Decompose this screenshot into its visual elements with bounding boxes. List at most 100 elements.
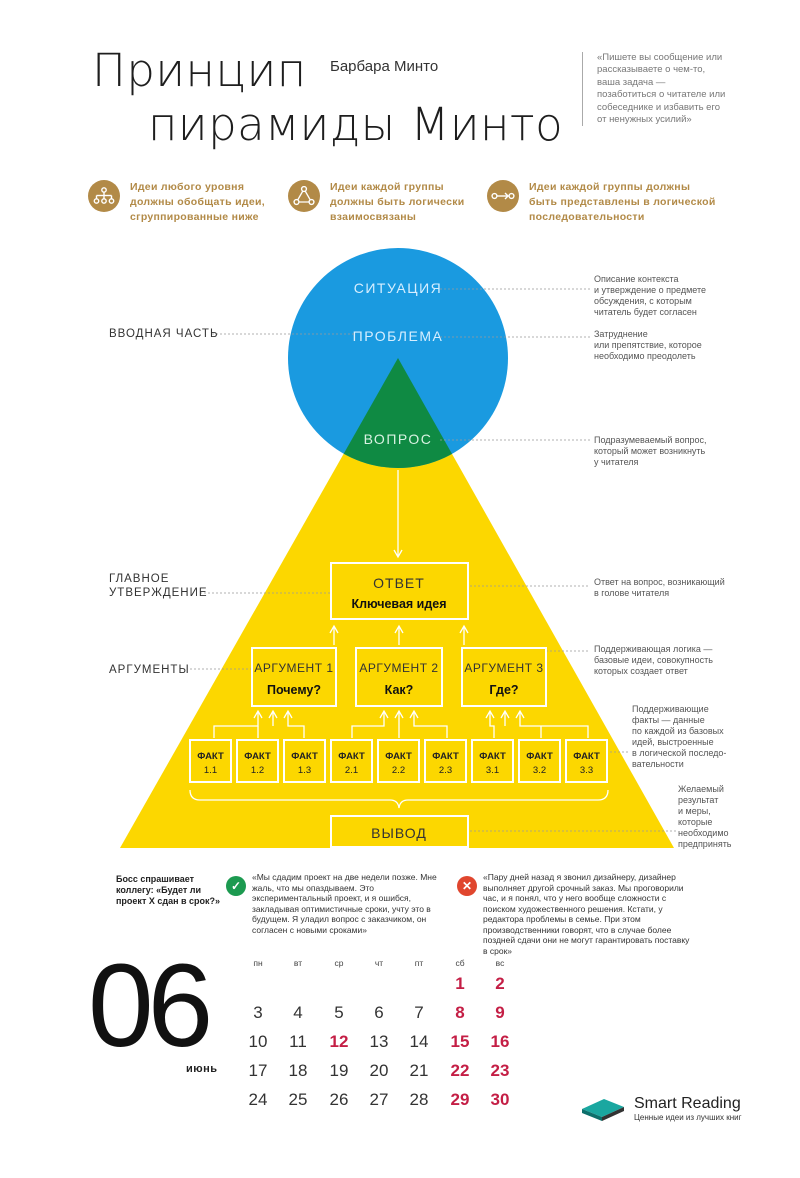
calendar-day: 23	[490, 1061, 510, 1080]
answer-title: ОТВЕТ	[373, 575, 425, 591]
principle-text: Идеи каждой группы должны быть логически…	[330, 181, 465, 223]
note-facts: Поддерживающие факты — данные по каждой …	[632, 704, 727, 769]
weekday-label: пн	[253, 958, 263, 968]
answer-box	[330, 562, 469, 620]
calendar-day: 16	[490, 1032, 510, 1051]
fact-number: 2.2	[392, 765, 405, 776]
principle-2: Идеи каждой группы должны быть логически…	[288, 180, 465, 225]
calendar-day: 8	[455, 1003, 465, 1022]
intro-label: ВВОДНАЯ ЧАСТЬ	[109, 328, 219, 340]
triangle-nodes-icon	[288, 180, 320, 212]
fact-box	[424, 739, 467, 783]
quote: «Пишете вы сообщение или рассказываете о…	[582, 52, 727, 127]
fact-number: 1.1	[204, 765, 217, 776]
leader-lines	[190, 288, 676, 832]
author: Барбара Минто	[330, 58, 439, 75]
note-situation: Описание контекста и утверждение о предм…	[594, 274, 706, 317]
fact-label: ФАКТ	[432, 751, 459, 762]
argument-box-2	[355, 647, 443, 707]
calendar-day: 21	[409, 1061, 429, 1080]
fact-number: 3.1	[486, 765, 499, 776]
argument-title-1: АРГУМЕНТ 1	[254, 661, 333, 675]
boss-question: Босс спрашивает коллегу: «Будет ли проек…	[116, 874, 221, 906]
argument-title-2: АРГУМЕНТ 2	[359, 661, 438, 675]
hierarchy-icon	[88, 180, 120, 212]
fact-box	[283, 739, 326, 783]
calendar-day: 12	[329, 1032, 349, 1051]
weekday-label: пт	[414, 958, 424, 968]
question-label: ВОПРОС	[364, 431, 433, 447]
fact-number: 3.3	[580, 765, 593, 776]
calendar-day: 2	[495, 974, 505, 993]
facts-group: ФАКТ1.1ФАКТ1.2ФАКТ1.3ФАКТ2.1ФАКТ2.2ФАКТ2…	[189, 739, 608, 783]
principle-text: Идеи любого уровня должны обобщать идеи,…	[130, 181, 265, 223]
fact-label: ФАКТ	[573, 751, 600, 762]
title-line-1: Принцип	[92, 44, 307, 97]
facts-brace	[189, 789, 609, 809]
principle-3: Идеи каждой группы должны быть представл…	[487, 180, 716, 225]
answer-connectors	[329, 624, 469, 645]
principle-1: Идеи любого уровня должны обобщать идеи,…	[88, 180, 265, 225]
calendar-day: 4	[293, 1003, 303, 1022]
argument-box-1	[251, 647, 337, 707]
title-line-2: пирамиды Минто	[148, 98, 564, 151]
fact-label: ФАКТ	[526, 751, 553, 762]
book-logo-icon	[582, 1099, 624, 1121]
fact-number: 2.1	[345, 765, 358, 776]
arguments-label: АРГУМЕНТЫ	[109, 664, 190, 676]
calendar-day: 24	[248, 1090, 268, 1109]
note-problem: Затруднение или препятствие, которое нео…	[594, 329, 702, 361]
month-name: июнь	[186, 1063, 218, 1075]
calendar-day: 6	[374, 1003, 384, 1022]
calendar-day: 20	[369, 1061, 389, 1080]
note-arguments: Поддерживающая логика — базовые идеи, со…	[594, 644, 713, 676]
calendar-day: 1	[455, 974, 465, 993]
argument-connectors	[213, 709, 589, 738]
problem-label: ПРОБЛЕМА	[353, 328, 444, 344]
note-conclusion: Желаемый результат и меры, которые необх…	[678, 784, 732, 849]
conclusion-label: ВЫВОД	[371, 825, 427, 841]
calendar-day: 9	[495, 1003, 505, 1022]
fact-number: 1.3	[298, 765, 311, 776]
weekday-label: чт	[374, 958, 384, 968]
argument-subtitle-3: Где?	[489, 683, 518, 697]
fact-box	[236, 739, 279, 783]
fact-box	[189, 739, 232, 783]
fact-box	[330, 739, 373, 783]
brand-tagline: Ценные идеи из лучших книг	[634, 1112, 742, 1122]
calendar-day: 29	[450, 1090, 470, 1109]
calendar-day: 14	[409, 1032, 429, 1051]
calendar-day: 27	[369, 1090, 389, 1109]
main-statement-label: ГЛАВНОЕ УТВЕРЖДЕНИЕ	[109, 573, 208, 599]
fact-label: ФАКТ	[197, 751, 224, 762]
fact-box	[471, 739, 514, 783]
bad-answer: «Пару дней назад я звонил дизайнеру, диз…	[483, 872, 690, 956]
principle-text: Идеи каждой группы должны быть представл…	[529, 181, 716, 223]
fact-number: 1.2	[251, 765, 264, 776]
calendar-day: 26	[329, 1090, 349, 1109]
calendar-day: 10	[248, 1032, 268, 1051]
conclusion-box	[330, 815, 469, 848]
fact-number: 3.2	[533, 765, 546, 776]
calendar-day: 30	[490, 1090, 510, 1109]
calendar-day: 15	[450, 1032, 470, 1051]
weekday-label: ср	[334, 958, 344, 968]
situation-label: СИТУАЦИЯ	[354, 280, 443, 296]
weekday-label: сб	[455, 958, 465, 968]
note-question: Подразумеваемый вопрос, который может во…	[594, 435, 707, 467]
calendar-day: 5	[334, 1003, 344, 1022]
brand-name: Smart Reading	[634, 1094, 741, 1112]
calendar-day: 22	[450, 1061, 470, 1080]
month-number: 06	[88, 940, 213, 1072]
fact-box	[518, 739, 561, 783]
argument-subtitle-1: Почему?	[267, 683, 321, 697]
calendar-day: 18	[288, 1061, 308, 1080]
argument-title-3: АРГУМЕНТ 3	[464, 661, 543, 675]
calendar-day: 28	[409, 1090, 429, 1109]
argument-subtitle-2: Как?	[385, 683, 414, 697]
fact-box	[565, 739, 608, 783]
calendar-day: 25	[288, 1090, 308, 1109]
brand-logo: Smart Reading Ценные идеи из лучших книг	[580, 1093, 742, 1123]
fact-label: ФАКТ	[338, 751, 365, 762]
